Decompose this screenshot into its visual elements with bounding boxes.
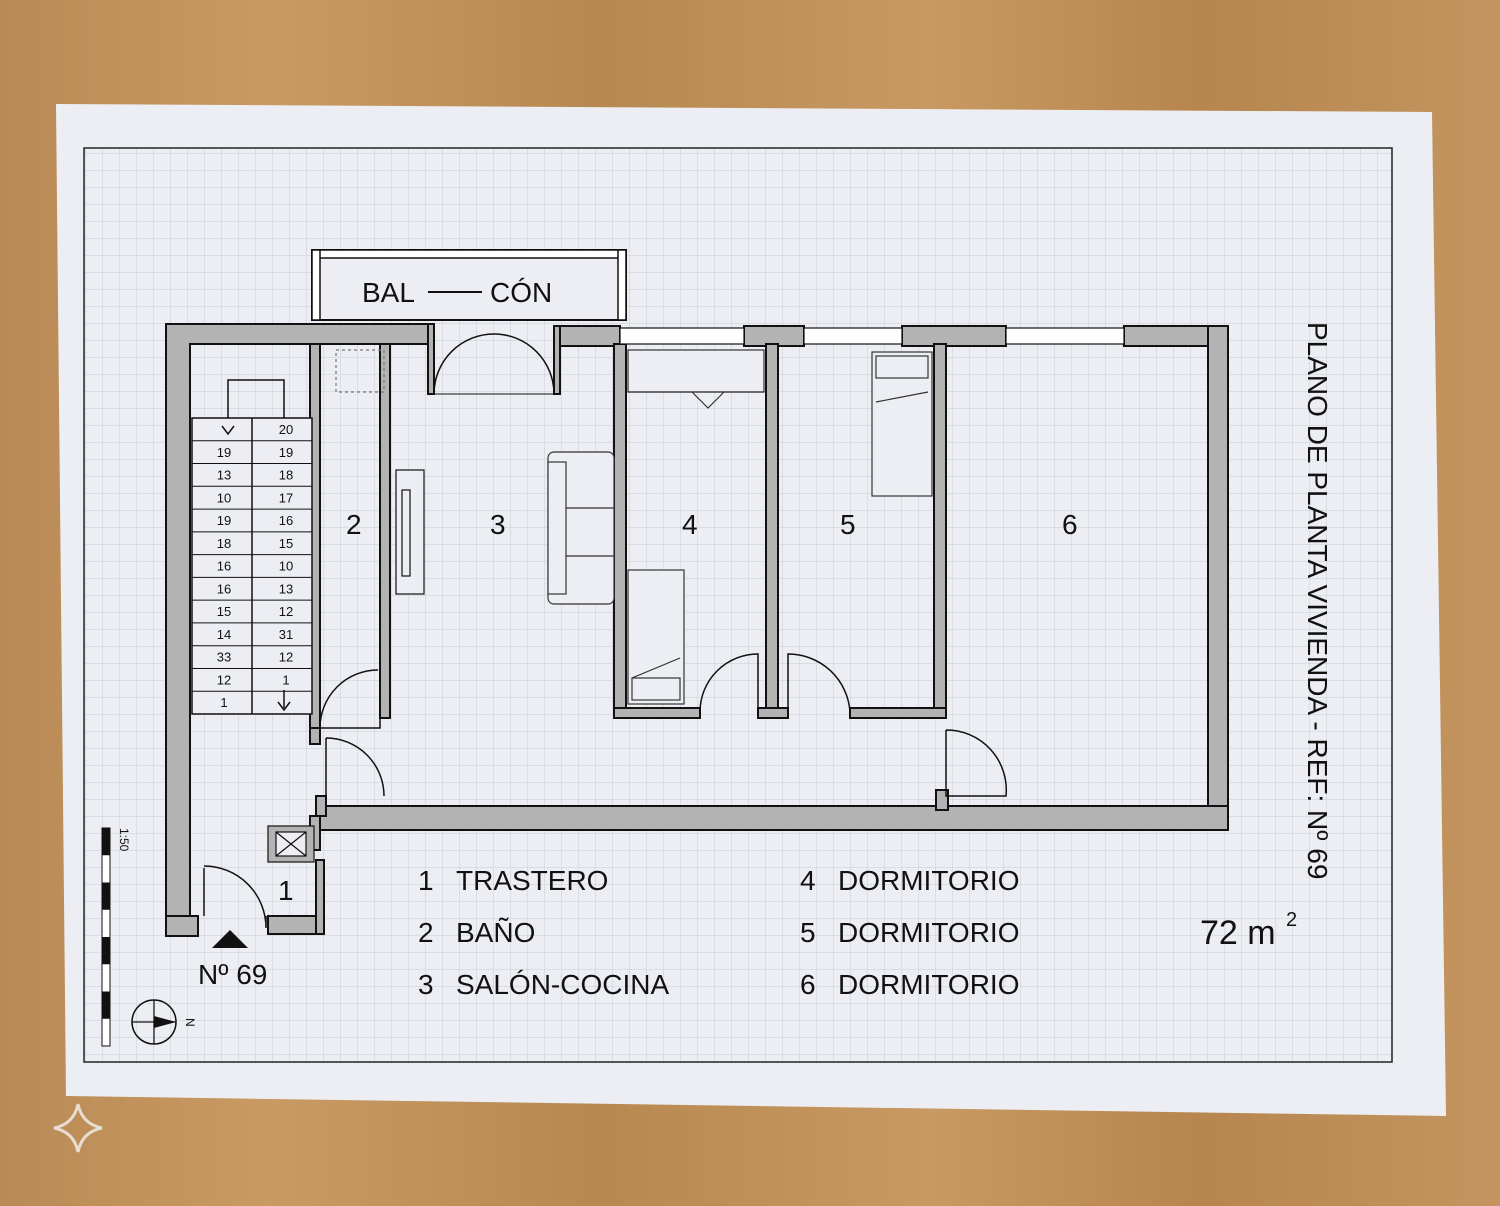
balcony-door	[433, 333, 555, 395]
stair-number-right: 17	[279, 490, 293, 505]
storage-box	[267, 825, 315, 863]
stair-number-left: 15	[217, 604, 231, 619]
legend-name-2: BAÑO	[456, 917, 535, 948]
legend-id-3: 3	[418, 969, 434, 1000]
balcony	[311, 249, 627, 321]
stair-number-right: 10	[279, 559, 293, 574]
stair-number-left: 13	[217, 468, 231, 483]
walls	[165, 323, 1229, 937]
scale-block	[102, 828, 110, 856]
stair-number-right: 1	[282, 672, 289, 687]
doors	[203, 653, 1008, 929]
legend-id-1: 1	[418, 865, 434, 896]
staircase: 20 19 18 17 16 15 10 13 12 31 12 1 19 13 10 19 18 16 16 15 1…	[191, 379, 313, 715]
stair-number-left: 19	[217, 445, 231, 460]
drawing-border	[83, 147, 1393, 1063]
area-superscript: 2	[1286, 909, 1297, 931]
balcony-label-right: CÓN	[490, 277, 552, 308]
legend-name-3: SALÓN-COCINA	[456, 969, 669, 1000]
plan-title: PLANO DE PLANTA VIVIENDA - REF: Nº 69	[1302, 322, 1333, 879]
legend-name-5: DORMITORIO	[838, 917, 1019, 948]
legend-id-4: 4	[800, 865, 816, 896]
room4-furniture	[627, 349, 765, 705]
legend-name-1: TRASTERO	[456, 865, 608, 896]
scale-block	[102, 991, 110, 1019]
stair-number-right: 12	[279, 604, 293, 619]
entrance-label: Nº 69	[198, 959, 267, 990]
kitchen-counter	[395, 469, 425, 595]
stair-number-left: 16	[217, 581, 231, 596]
legend-id-6: 6	[800, 969, 816, 1000]
room-number-3: 3	[490, 509, 506, 540]
stair-number-left: 33	[217, 650, 231, 665]
sofa	[547, 451, 615, 605]
stair-number-left: 19	[217, 513, 231, 528]
scale-label: 1:50	[117, 828, 131, 852]
stair-number-right: 16	[279, 513, 293, 528]
windows	[619, 327, 1125, 345]
sparkle-watermark-icon	[53, 1103, 103, 1153]
bathroom-fixtures	[335, 349, 385, 393]
stair-number-right: 15	[279, 536, 293, 551]
legend-name-4: DORMITORIO	[838, 865, 1019, 896]
scale-bar: 1:50	[101, 827, 131, 1047]
stair-number-left: 1	[220, 695, 227, 710]
compass-label: N	[183, 1018, 197, 1027]
stair-number-left: 16	[217, 559, 231, 574]
stair-number-left: 14	[217, 627, 231, 642]
compass-icon: N	[131, 999, 197, 1045]
room-legend: 1 TRASTERO 2 BAÑO 3 SALÓN-COCINA 4 DORMI…	[418, 865, 1019, 1000]
legend-name-6: DORMITORIO	[838, 969, 1019, 1000]
legend-id-5: 5	[800, 917, 816, 948]
stair-number-right: 31	[279, 627, 293, 642]
stair-number-right: 13	[279, 581, 293, 596]
room-number-1: 1	[278, 875, 294, 906]
scale-block	[102, 882, 110, 910]
room-number-6: 6	[1062, 509, 1078, 540]
entrance-arrow-icon	[212, 930, 248, 948]
room-number-5: 5	[840, 509, 856, 540]
room-number-4: 4	[682, 509, 698, 540]
stair-number-right: 12	[279, 650, 293, 665]
legend-id-2: 2	[418, 917, 434, 948]
stair-number-left: 18	[217, 536, 231, 551]
room-number-2: 2	[346, 509, 362, 540]
stair-number-right: 18	[279, 468, 293, 483]
room5-furniture	[871, 351, 933, 497]
area-value: 72 m	[1200, 914, 1276, 952]
scale-block	[102, 937, 110, 965]
stair-number-left: 12	[217, 672, 231, 687]
balcony-label-left: BAL	[362, 277, 415, 308]
stair-number-right: 19	[279, 445, 293, 460]
stair-number-right: 20	[279, 422, 293, 437]
stair-number-left: 10	[217, 490, 231, 505]
